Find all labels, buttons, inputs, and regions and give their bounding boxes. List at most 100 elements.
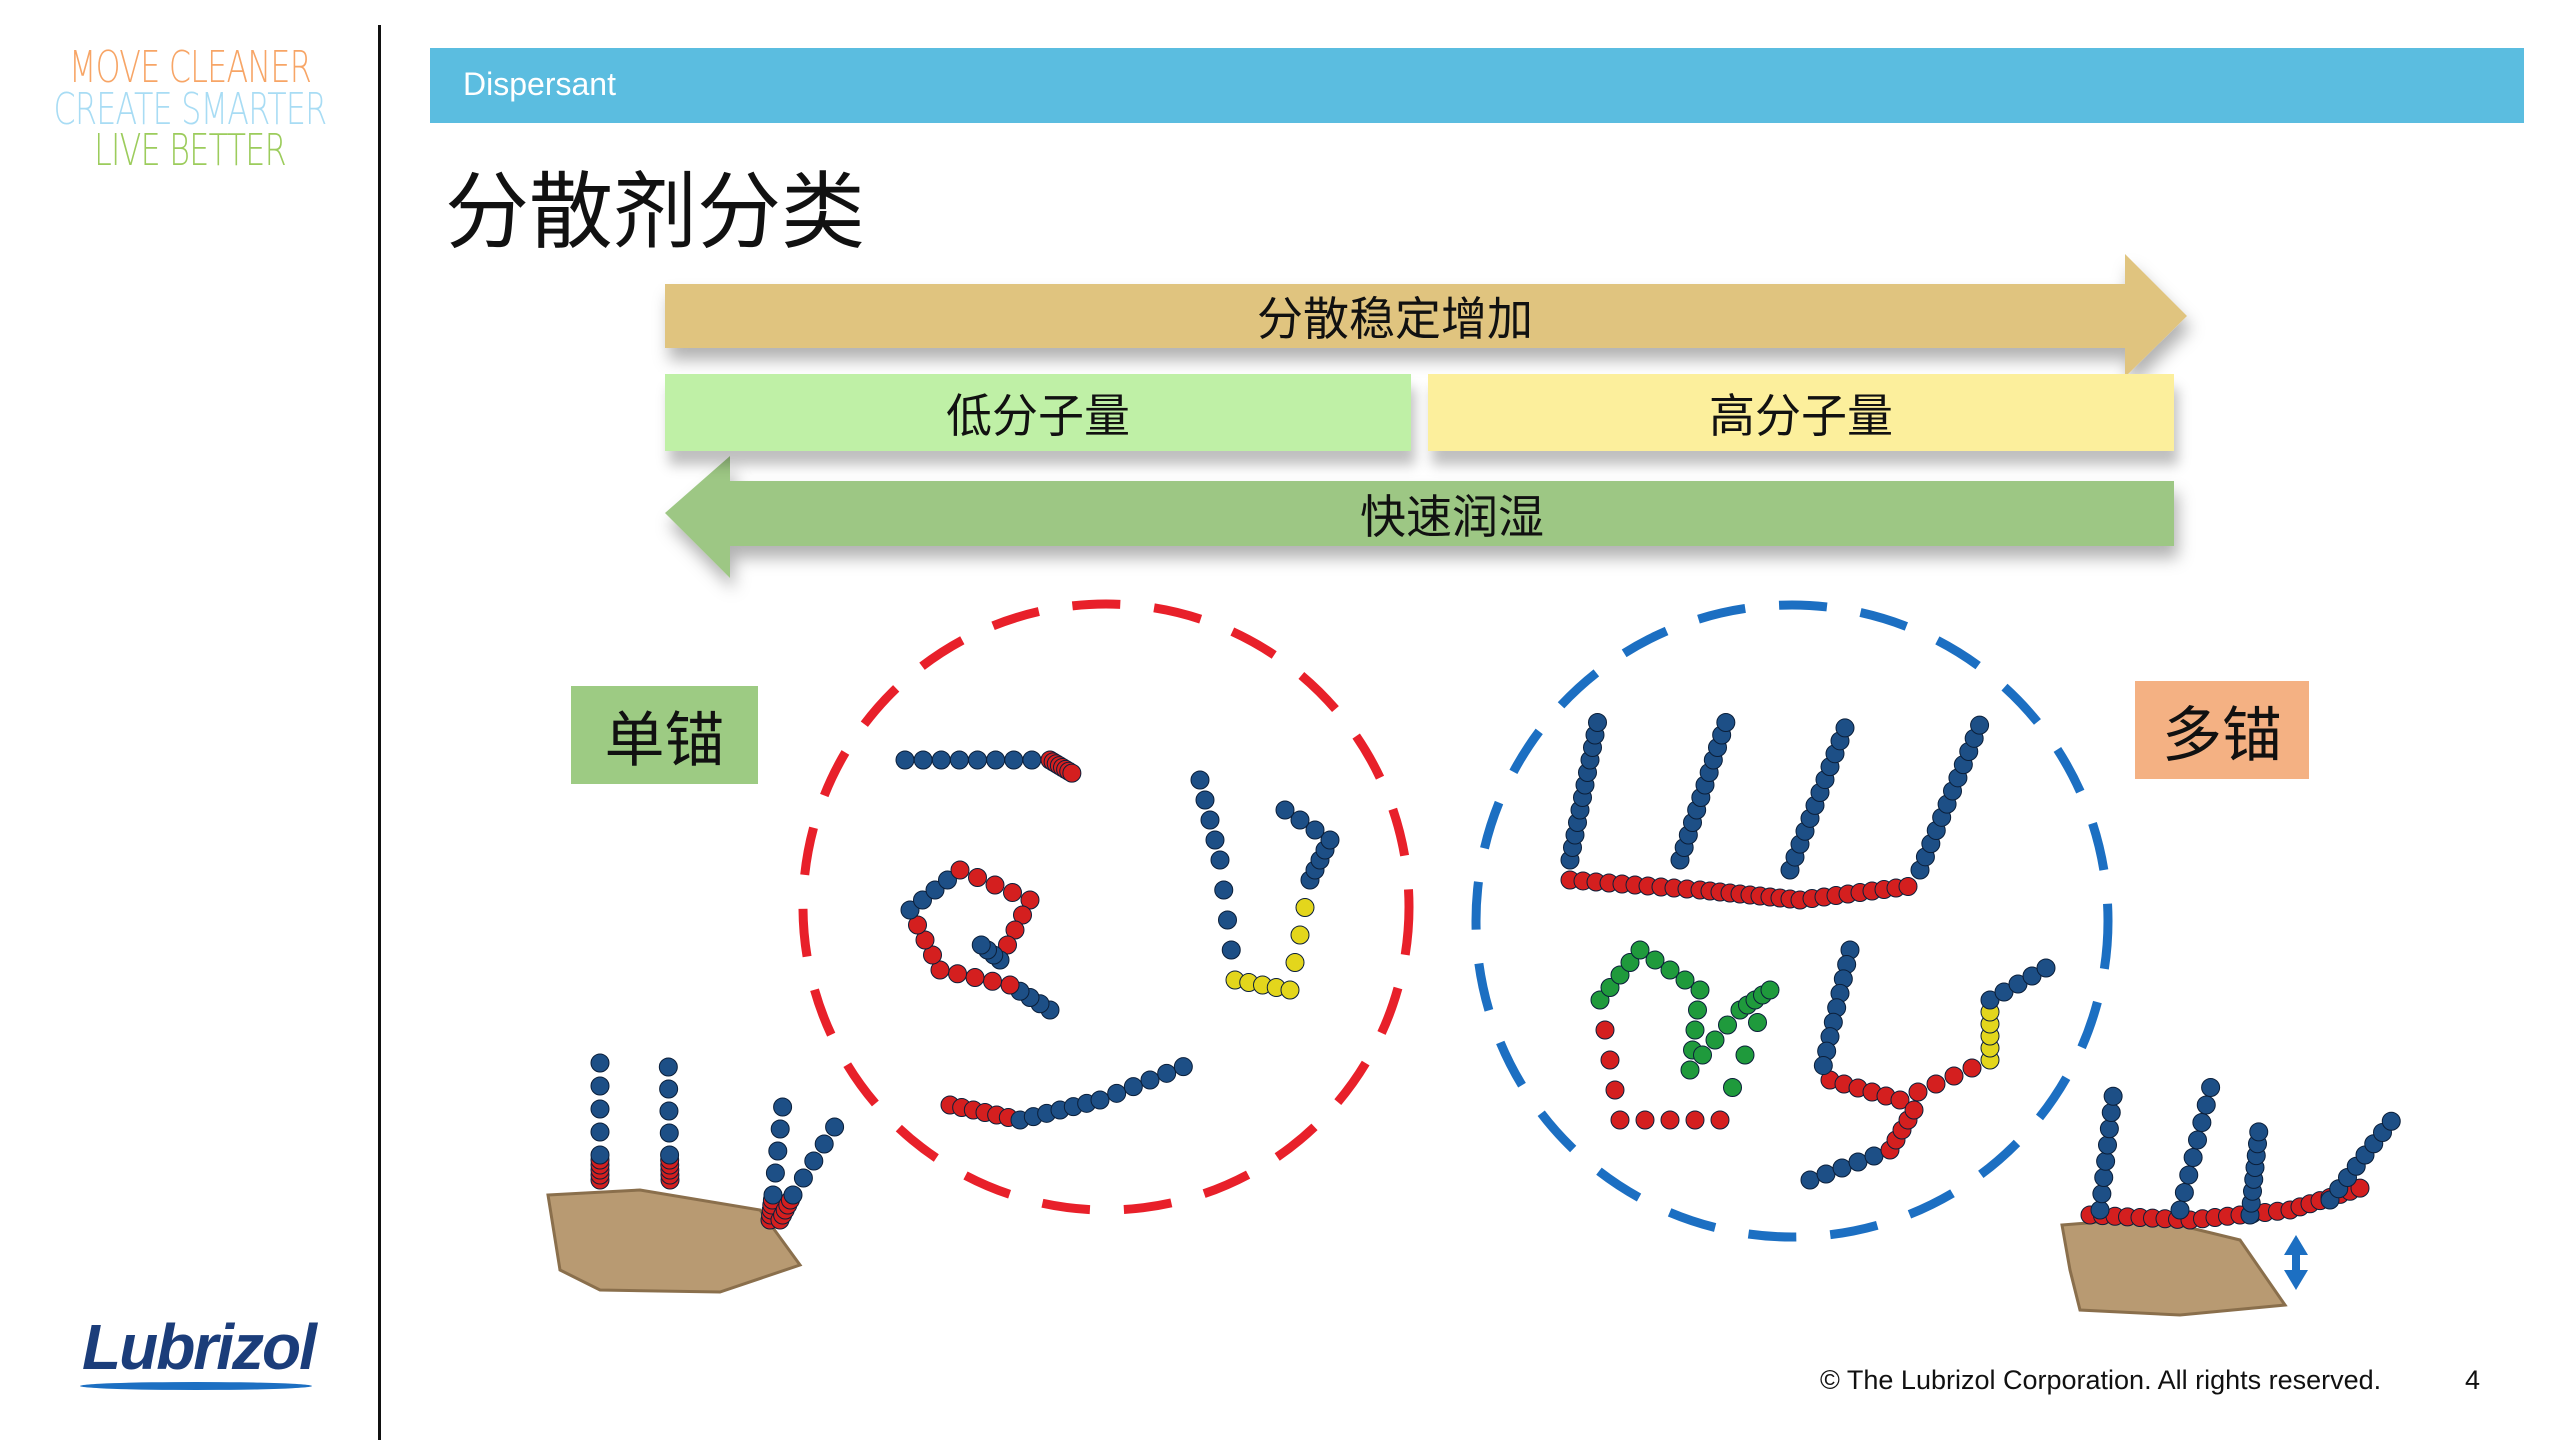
bead bbox=[1595, 1020, 1615, 1040]
bead bbox=[1680, 1060, 1700, 1080]
bead bbox=[1190, 770, 1210, 790]
bead bbox=[658, 1057, 678, 1077]
bead bbox=[971, 935, 991, 955]
bead bbox=[1620, 953, 1640, 972]
bead bbox=[1760, 980, 1780, 1000]
bead bbox=[1600, 1050, 1620, 1070]
bead bbox=[983, 971, 1002, 991]
bead bbox=[1908, 1082, 1928, 1102]
bead bbox=[900, 900, 920, 920]
bead bbox=[1090, 1090, 1110, 1110]
bead bbox=[814, 1134, 834, 1154]
bead bbox=[1904, 1100, 1924, 1120]
bead bbox=[1748, 1013, 1767, 1032]
bead bbox=[1685, 1020, 1705, 1040]
bead bbox=[1645, 950, 1665, 970]
bead bbox=[1926, 1074, 1946, 1094]
tagline-move-cleaner: MOVE CLEANER bbox=[68, 42, 312, 93]
bead bbox=[1962, 1058, 1982, 1078]
bead bbox=[590, 1122, 610, 1142]
bead bbox=[1813, 1056, 1833, 1076]
bead bbox=[659, 1079, 679, 1099]
bead bbox=[1944, 1066, 1964, 1086]
bead bbox=[998, 935, 1017, 955]
double-arrow-icon bbox=[2284, 1235, 2308, 1290]
single-anchor-circle bbox=[798, 599, 1414, 1215]
bead bbox=[770, 1119, 790, 1139]
bead bbox=[1221, 940, 1241, 960]
bead bbox=[2249, 1122, 2269, 1142]
bead bbox=[590, 1076, 610, 1096]
multi-anchor-circle bbox=[1471, 600, 2113, 1242]
bead bbox=[1675, 970, 1695, 990]
bead bbox=[2192, 1113, 2212, 1132]
bead bbox=[968, 750, 987, 770]
bead bbox=[659, 1101, 679, 1121]
bead bbox=[1305, 820, 1325, 840]
bead bbox=[1835, 718, 1855, 738]
low-molecular-weight-box: 低分子量 bbox=[665, 374, 1411, 451]
bead bbox=[1832, 1158, 1852, 1178]
bead bbox=[938, 870, 957, 890]
page-title: 分散剂分类 bbox=[445, 163, 866, 261]
bead bbox=[2092, 1184, 2112, 1204]
bead bbox=[1660, 960, 1680, 980]
bead bbox=[2098, 1135, 2117, 1155]
bead bbox=[1022, 750, 1042, 770]
bead bbox=[590, 1053, 610, 1073]
bead bbox=[1705, 1030, 1725, 1050]
multi-anchor-label: 多锚 bbox=[2135, 681, 2309, 779]
bead bbox=[2170, 1200, 2190, 1220]
bead bbox=[1218, 910, 1237, 930]
bead bbox=[1195, 790, 1215, 810]
bead bbox=[1003, 883, 1022, 902]
bead bbox=[1205, 830, 1225, 850]
bead bbox=[2174, 1183, 2194, 1202]
bead bbox=[1848, 1152, 1868, 1172]
single-anchor-label: 单锚 bbox=[571, 686, 758, 784]
bead bbox=[908, 915, 927, 935]
bead bbox=[1290, 925, 1310, 945]
bead bbox=[915, 930, 935, 950]
bead bbox=[590, 1099, 610, 1119]
bead bbox=[2090, 1200, 2110, 1220]
bead bbox=[1000, 975, 1020, 995]
bead bbox=[2036, 958, 2056, 978]
bead bbox=[1710, 1110, 1730, 1130]
bead bbox=[1320, 830, 1340, 850]
bead bbox=[2183, 1148, 2203, 1167]
bead bbox=[968, 868, 987, 887]
bead bbox=[1816, 1164, 1836, 1184]
page-number: 4 bbox=[2465, 1365, 2481, 1395]
bead bbox=[2188, 1130, 2207, 1150]
bead bbox=[1660, 1110, 1680, 1130]
tagline-live-better: LIVE BETTER bbox=[94, 125, 286, 176]
bead bbox=[1214, 880, 1234, 900]
bead bbox=[1005, 920, 1025, 940]
bead bbox=[1735, 1045, 1755, 1065]
lubrizol-logo: Lubrizol bbox=[82, 1311, 317, 1383]
bead bbox=[985, 875, 1005, 895]
bead bbox=[1898, 877, 1918, 896]
bead bbox=[1800, 1170, 1820, 1190]
bead bbox=[1210, 850, 1230, 870]
bead bbox=[1280, 980, 1300, 1000]
bead bbox=[763, 1185, 783, 1205]
bead bbox=[659, 1123, 679, 1143]
bead bbox=[913, 890, 932, 910]
bead bbox=[1157, 1063, 1177, 1083]
bead bbox=[2094, 1168, 2114, 1187]
bead bbox=[930, 960, 950, 980]
divider bbox=[378, 25, 381, 1440]
bead bbox=[1285, 953, 1305, 972]
bead bbox=[1685, 1110, 1705, 1130]
bead bbox=[1295, 898, 1315, 917]
high-molecular-weight-box: 高分子量 bbox=[1428, 374, 2174, 451]
bead bbox=[2179, 1165, 2199, 1185]
bead bbox=[965, 968, 985, 987]
bead bbox=[1630, 940, 1650, 960]
rock-left-icon bbox=[546, 1188, 803, 1294]
bead bbox=[1716, 713, 1736, 732]
bead bbox=[1290, 810, 1310, 830]
bead bbox=[793, 1168, 813, 1188]
